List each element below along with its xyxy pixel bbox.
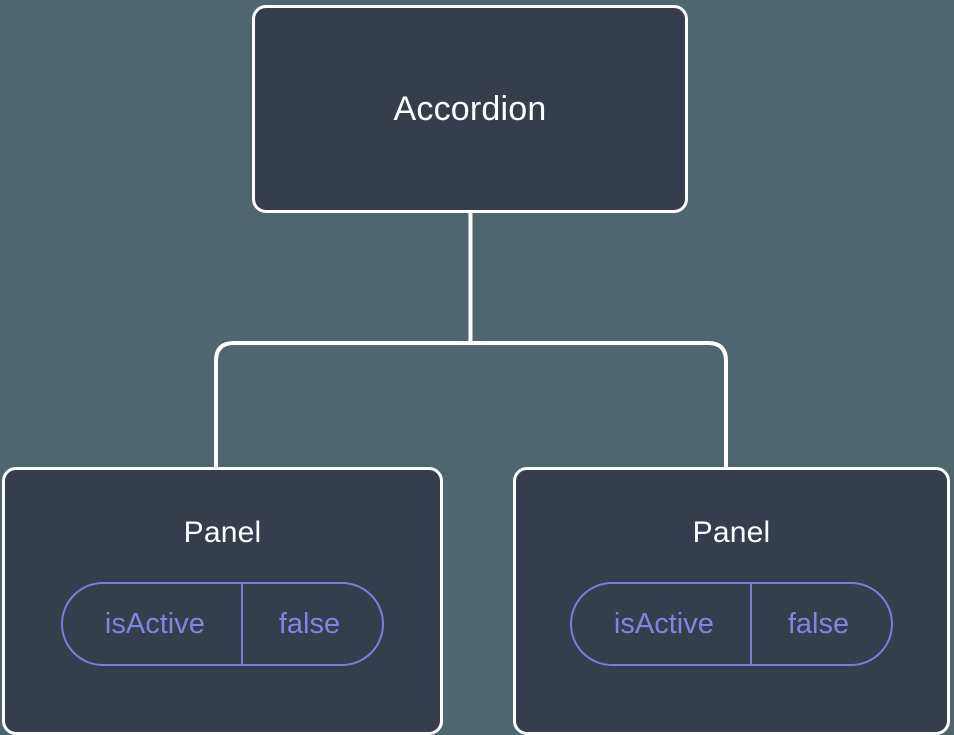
prop-key: isActive (613, 607, 714, 640)
node-title: Panel (183, 516, 262, 549)
node-title: Panel (692, 516, 771, 549)
node-title: Accordion (393, 90, 547, 128)
prop-key: isActive (104, 607, 205, 640)
connector-bracket (214, 341, 728, 470)
node-accordion[interactable]: Accordion (252, 5, 688, 213)
prop-value: false (240, 584, 382, 664)
node-panel-1[interactable]: Panel isActive false (2, 467, 443, 735)
prop-value: false (749, 584, 891, 664)
node-panel-2[interactable]: Panel isActive false (513, 467, 950, 735)
prop-pill-isactive[interactable]: isActive false (60, 582, 385, 666)
prop-pill-isactive[interactable]: isActive false (569, 582, 894, 666)
